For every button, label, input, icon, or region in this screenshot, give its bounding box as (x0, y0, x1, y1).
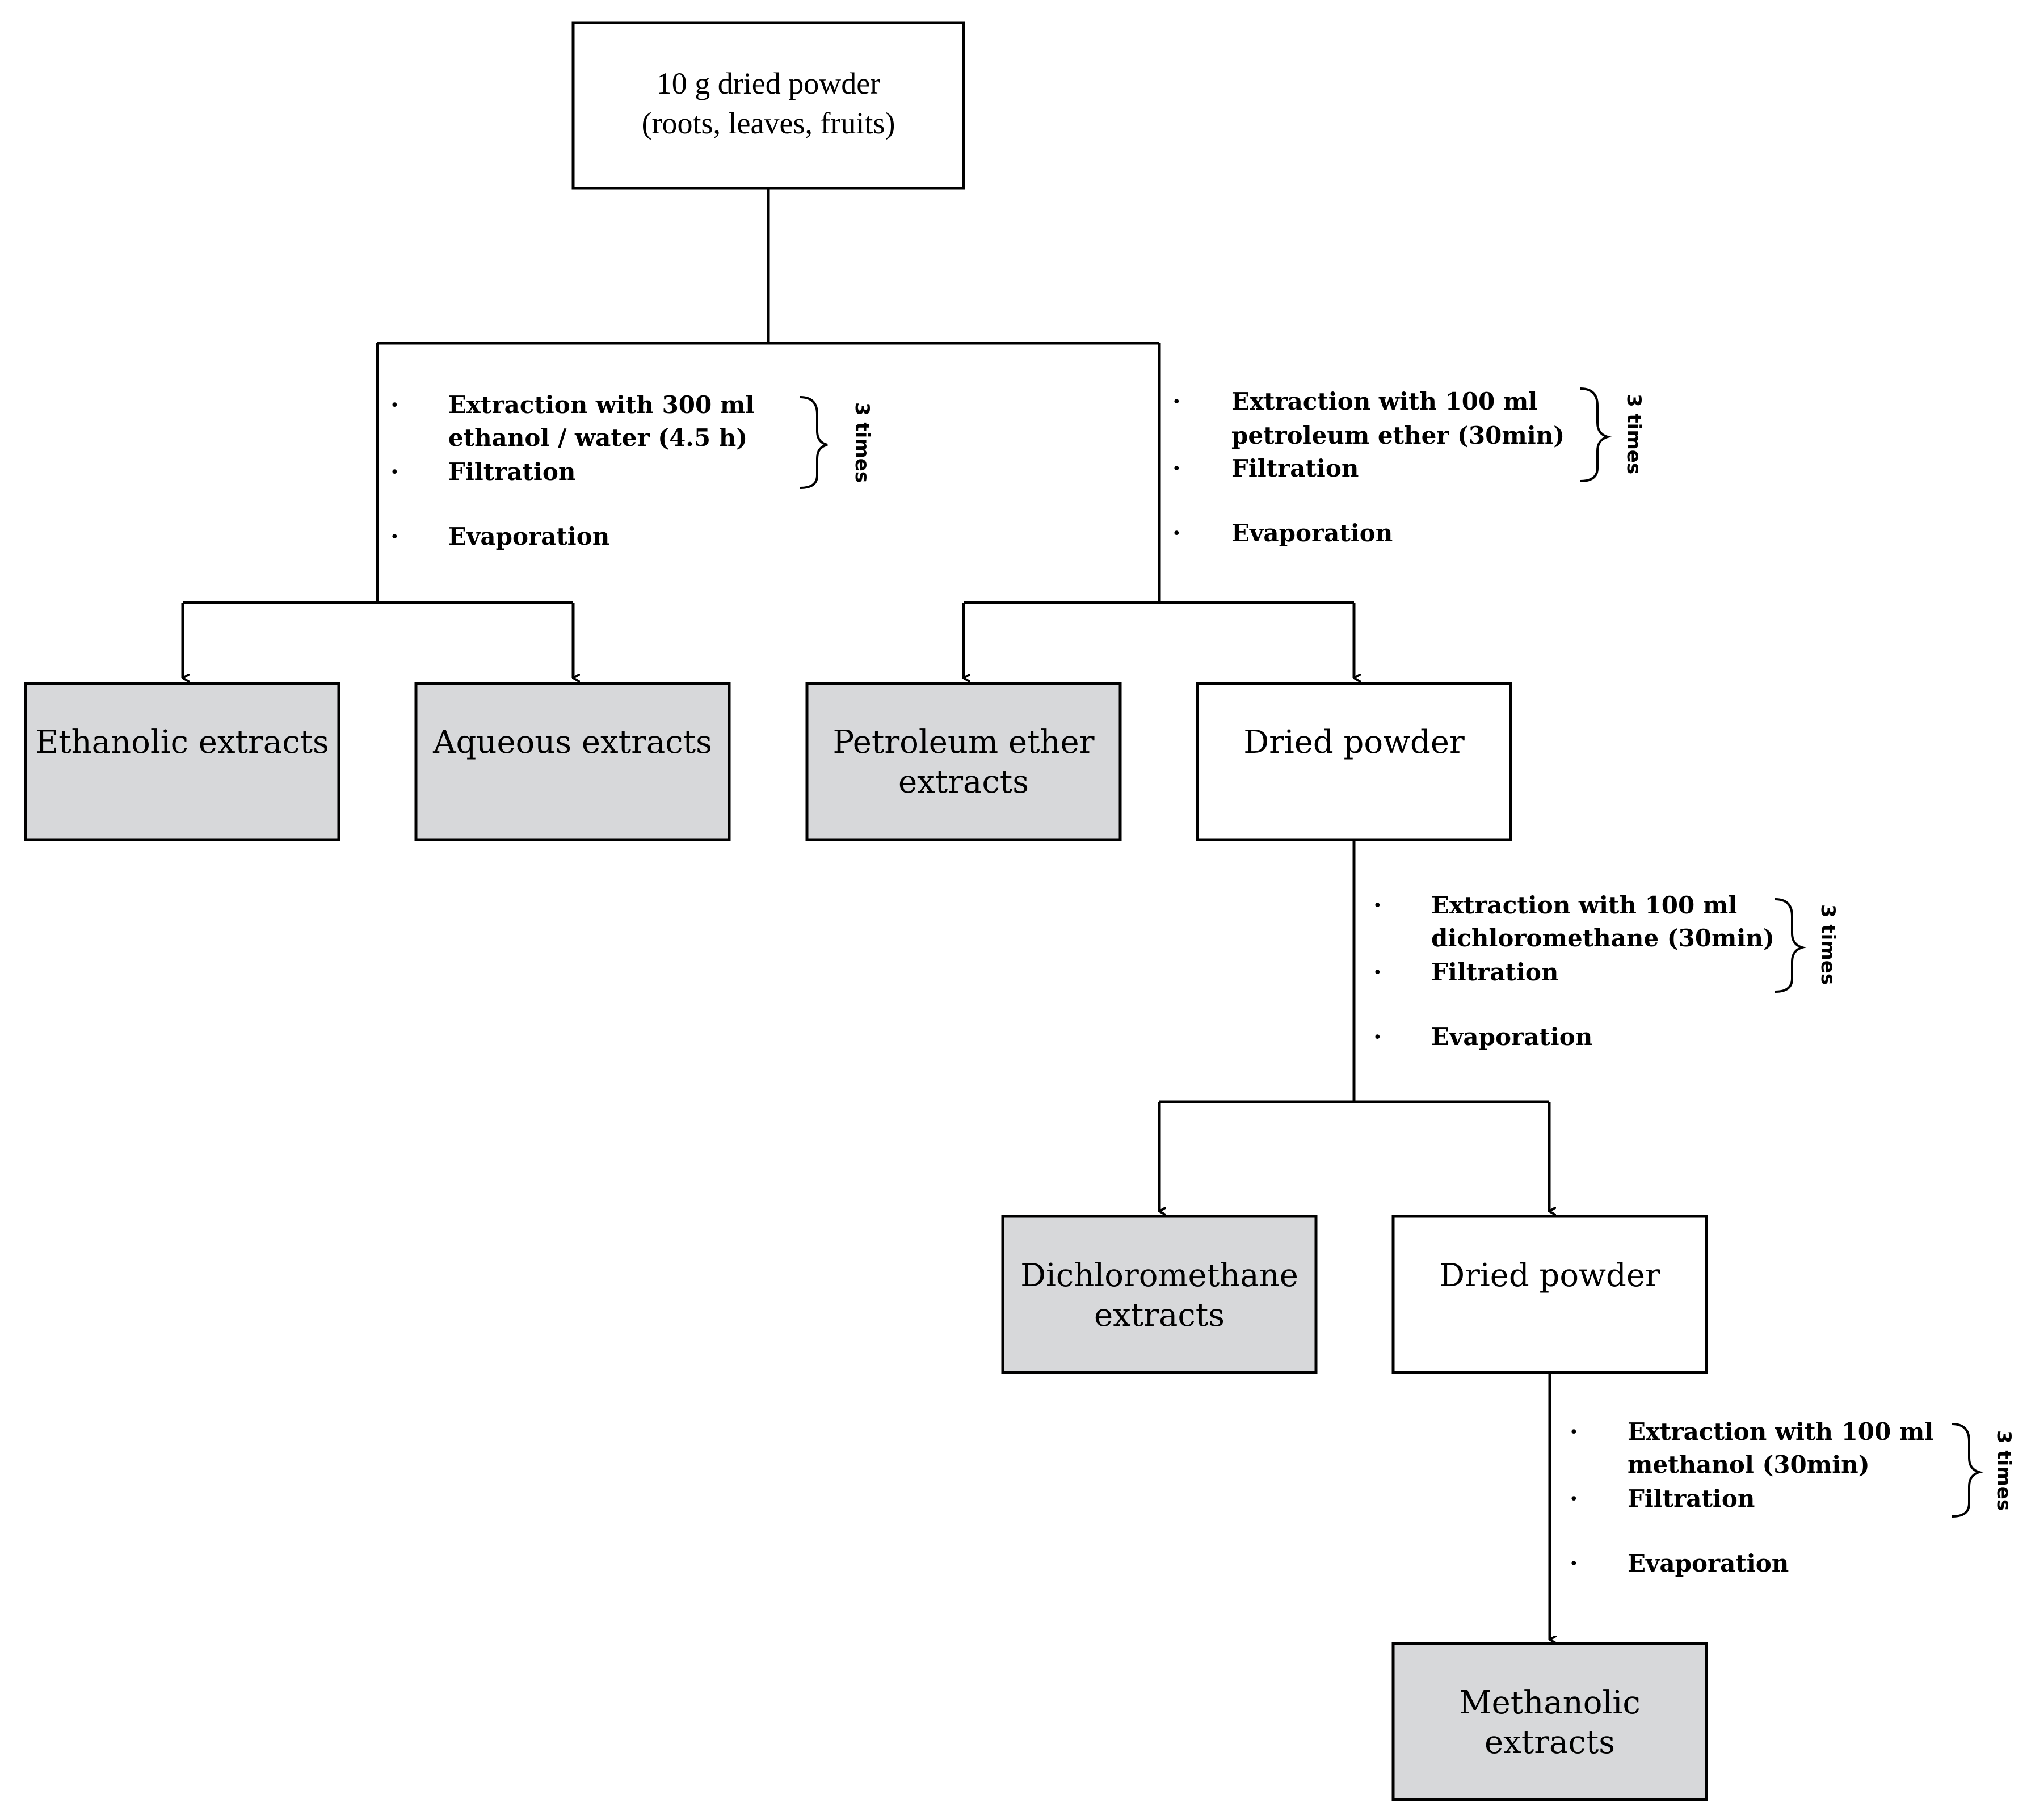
methanol-filtration: Filtration (1628, 1485, 1755, 1513)
ethanolic-extracts-label: Ethanolic extracts (35, 724, 329, 761)
methanol-extraction-line1: Extraction with 100 ml (1628, 1418, 1933, 1446)
methanolic-extracts-label-line1: Methanolic (1459, 1684, 1640, 1721)
ethanol-extraction-line2: ethanol / water (4.5 h) (448, 424, 747, 452)
bullet: · (1570, 1549, 1578, 1577)
dichloromethane-extraction-line1: Extraction with 100 ml (1431, 891, 1737, 919)
step-group-petroleum: · Extraction with 100 ml petroleum ether… (1172, 387, 1645, 547)
bullet: · (1373, 958, 1382, 986)
aqueous-extracts-box: Aqueous extracts (414, 682, 731, 841)
repeat-brace (1580, 387, 1612, 482)
bullet: · (1172, 387, 1181, 415)
aqueous-extracts-label: Aqueous extracts (432, 724, 712, 761)
dichloromethane-extracts-box: Dichloromethane extracts (1001, 1215, 1318, 1374)
dried-powder-box-2: Dried powder (1391, 1215, 1708, 1374)
root-label-line2: (roots, leaves, fruits) (642, 106, 895, 140)
petroleum-filtration: Filtration (1231, 454, 1359, 482)
dichloromethane-extracts-label-line2: extracts (1094, 1297, 1225, 1334)
methanol-extraction-line2: methanol (30min) (1628, 1451, 1870, 1478)
ethanol-extraction-line1: Extraction with 300 ml (448, 391, 754, 419)
dichloromethane-evaporation: Evaporation (1431, 1023, 1592, 1051)
dried-powder-box-1: Dried powder (1196, 682, 1512, 841)
petroleum-extraction-line1: Extraction with 100 ml (1231, 387, 1537, 415)
bullet: · (1570, 1485, 1578, 1513)
bullet: · (1373, 891, 1382, 919)
methanol-evaporation: Evaporation (1628, 1549, 1789, 1577)
bullet: · (1570, 1418, 1578, 1446)
dichloromethane-extraction-line2: dichloromethane (30min) (1431, 924, 1775, 952)
methanolic-extracts-box: Methanolic extracts (1391, 1642, 1708, 1801)
connectors-level2 (1158, 840, 1549, 1211)
dichloromethane-filtration: Filtration (1431, 958, 1558, 986)
bullet: · (1373, 1023, 1382, 1051)
bullet: · (390, 458, 399, 486)
petroleum-extracts-label-line1: Petroleum ether (833, 724, 1095, 761)
dried-powder-1-label: Dried powder (1243, 724, 1465, 761)
bullet: · (1172, 519, 1181, 547)
ethanol-repeat-label: 3 times (851, 402, 873, 483)
root-label-line1: 10 g dried powder (657, 66, 880, 100)
ethanol-evaporation: Evaporation (448, 523, 609, 550)
dried-powder-2-label: Dried powder (1439, 1257, 1660, 1294)
repeat-brace (800, 396, 828, 489)
petroleum-repeat-label: 3 times (1622, 394, 1645, 474)
petroleum-ether-extracts-box: Petroleum ether extracts (805, 682, 1122, 841)
bullet: · (1172, 454, 1181, 482)
repeat-brace (1952, 1423, 1984, 1518)
dichloromethane-extracts-label-line1: Dichloromethane (1020, 1257, 1298, 1294)
step-group-methanol: · Extraction with 100 ml methanol (30min… (1570, 1418, 2015, 1577)
bullet: · (390, 391, 399, 419)
methanol-repeat-label: 3 times (1992, 1430, 2015, 1511)
root-box: 10 g dried powder (roots, leaves, fruits… (571, 21, 965, 190)
repeat-brace (1775, 898, 1807, 993)
petroleum-extracts-label-line2: extracts (898, 764, 1029, 801)
bullet: · (390, 523, 399, 550)
methanolic-extracts-label-line2: extracts (1485, 1724, 1615, 1761)
connectors-level1 (181, 188, 1354, 678)
petroleum-extraction-line2: petroleum ether (30min) (1231, 422, 1565, 449)
step-group-ethanol: · Extraction with 300 ml ethanol / water… (390, 391, 873, 550)
petroleum-evaporation: Evaporation (1231, 519, 1393, 547)
ethanol-filtration: Filtration (448, 458, 575, 486)
dichloromethane-repeat-label: 3 times (1816, 904, 1839, 985)
ethanolic-extracts-box: Ethanolic extracts (24, 682, 340, 841)
step-group-dichloromethane: · Extraction with 100 ml dichloromethane… (1373, 891, 1839, 1051)
